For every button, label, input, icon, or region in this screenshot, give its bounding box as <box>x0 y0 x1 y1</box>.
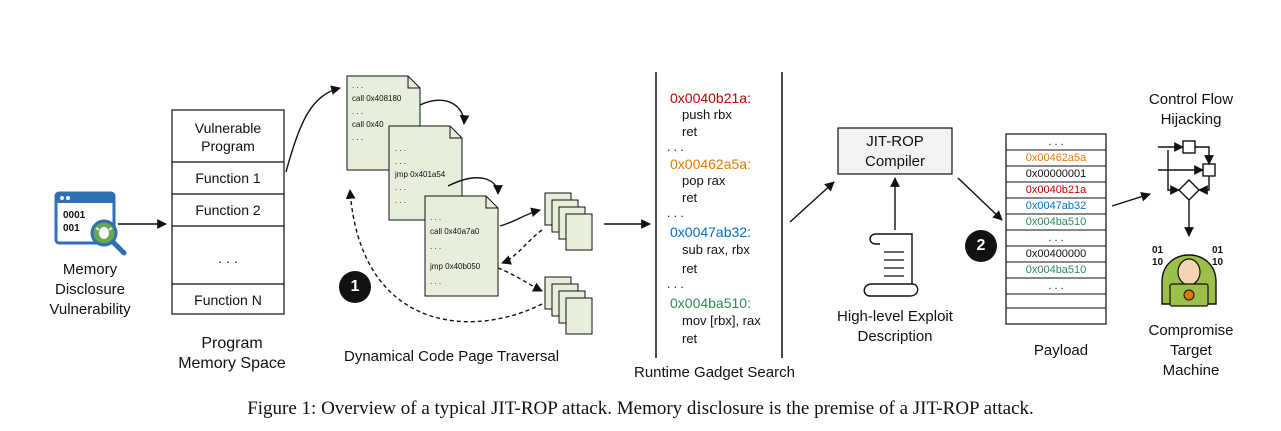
flow-arrows <box>118 85 1194 323</box>
hijack-label-line-2: Hijacking <box>1160 111 1222 128</box>
page-stack-lower <box>544 276 593 335</box>
memory-label-line-2: Disclosure <box>54 281 126 298</box>
figure-caption: Figure 1: Overview of a typical JIT-ROP … <box>247 398 1034 419</box>
payload-row-9: 0x004ba510 <box>1025 264 1087 276</box>
payload-row-10: . . . <box>1048 280 1064 292</box>
page1-line-5: . . . <box>352 133 364 142</box>
target-label-line-2: Target <box>1170 342 1212 359</box>
page3-line-2: call 0x40a7a0 <box>430 227 480 236</box>
target-label-line-1: Compromise <box>1148 322 1234 339</box>
scroll-document-icon <box>863 233 919 297</box>
gadget-3-address: 0x0047ab32: <box>670 224 751 240</box>
gadget-sep-1: . . . <box>667 140 684 154</box>
gadget-3-line-1: sub rax, rbx <box>682 242 750 257</box>
target-bits-right-2: 10 <box>1212 257 1224 268</box>
hacker-icon <box>1161 254 1217 307</box>
payload-row-5: 0x0047ab32 <box>1025 200 1087 212</box>
control-flow-graph-icon <box>1158 140 1216 210</box>
payload-row-6: 0x004ba510 <box>1025 216 1087 228</box>
page1-line-2: call 0x408180 <box>352 94 402 103</box>
memory-icon-bits-1: 0001 <box>63 210 86 221</box>
payload-row-7: . . . <box>1048 232 1064 244</box>
target-bits-right-1: 01 <box>1212 245 1224 256</box>
code-page-3 <box>424 195 499 297</box>
memory-label-line-1: Memory <box>62 261 118 278</box>
gadget-2-address: 0x00462a5a: <box>670 156 751 172</box>
page3-line-4: jmp 0x40b050 <box>430 262 481 271</box>
program-row-function-n: Function N <box>194 292 262 308</box>
exploit-description-line-1: High-level Exploit <box>837 308 953 325</box>
compiler-label-line-2: Compiler <box>864 153 925 170</box>
compiler-box <box>837 127 953 175</box>
gadget-1-line-1: push rbx <box>682 107 732 122</box>
gadget-sep-2: . . . <box>667 206 684 220</box>
memory-label-line-3: Vulnerability <box>49 301 131 318</box>
step-2-label: 2 <box>976 237 986 254</box>
compiler-label-line-1: JIT-ROP <box>866 133 924 150</box>
program-caption-line-1: Program <box>201 335 263 352</box>
payload-row-3: 0x00000001 <box>1025 168 1087 180</box>
program-caption-line-2: Memory Space <box>178 355 286 372</box>
payload-row-4: 0x0040b21a <box>1025 184 1087 196</box>
page2-line-3: jmp 0x401a54 <box>395 170 446 179</box>
page3-line-1: . . . <box>430 213 442 222</box>
page3-line-5: . . . <box>430 277 442 286</box>
gadget-1-address: 0x0040b21a: <box>670 90 751 106</box>
memory-icon-bits-2: 001 <box>63 223 80 234</box>
target-label-line-3: Machine <box>1162 362 1220 379</box>
program-row-function-1: Function 1 <box>195 170 261 186</box>
program-row-function-2: Function 2 <box>195 202 261 218</box>
step-2-circle <box>965 230 997 262</box>
payload-row-1: . . . <box>1048 136 1064 148</box>
page2-line-2: . . . <box>395 157 407 166</box>
payload-caption: Payload <box>1033 342 1089 359</box>
gadget-4-line-2: ret <box>682 331 698 346</box>
payload-table <box>1005 133 1107 325</box>
target-bits-left-1: 01 <box>1152 245 1164 256</box>
payload-row-8: 0x00400000 <box>1025 248 1087 260</box>
gadget-4-line-1: mov [rbx], rax <box>682 313 761 328</box>
gadget-4-address: 0x004ba510: <box>670 295 751 311</box>
page2-line-5: . . . <box>395 196 407 205</box>
gadget-sep-3: . . . <box>667 277 684 291</box>
program-memory-stack <box>171 109 285 315</box>
gadget-2-line-2: ret <box>682 190 698 205</box>
target-bits-left-2: 10 <box>1152 257 1164 268</box>
gadget-2-line-1: pop rax <box>682 173 726 188</box>
gadget-1-line-2: ret <box>682 124 698 139</box>
gadget-3-line-2: ret <box>682 261 698 276</box>
gadget-caption: Runtime Gadget Search <box>634 364 795 381</box>
memory-disclosure-icon <box>54 191 127 256</box>
step-1-label: 1 <box>350 278 360 295</box>
page1-line-4: call 0x40 <box>352 120 384 129</box>
page3-line-3: . . . <box>430 242 442 251</box>
exploit-description-line-2: Description <box>857 328 933 345</box>
page-stack-upper <box>544 192 593 251</box>
page2-line-1: . . . <box>395 144 407 153</box>
traversal-caption: Dynamical Code Page Traversal <box>344 348 560 365</box>
page1-line-1: . . . <box>352 81 364 90</box>
program-row-vulnerable: Vulnerable Program <box>194 120 262 154</box>
page2-line-4: . . . <box>395 183 407 192</box>
step-1-circle <box>339 271 371 303</box>
program-row-ellipsis: . . . <box>218 250 238 266</box>
payload-row-2: 0x00462a5a <box>1025 152 1087 164</box>
page1-line-3: . . . <box>352 107 364 116</box>
hijack-label-line-1: Control Flow <box>1148 91 1234 108</box>
